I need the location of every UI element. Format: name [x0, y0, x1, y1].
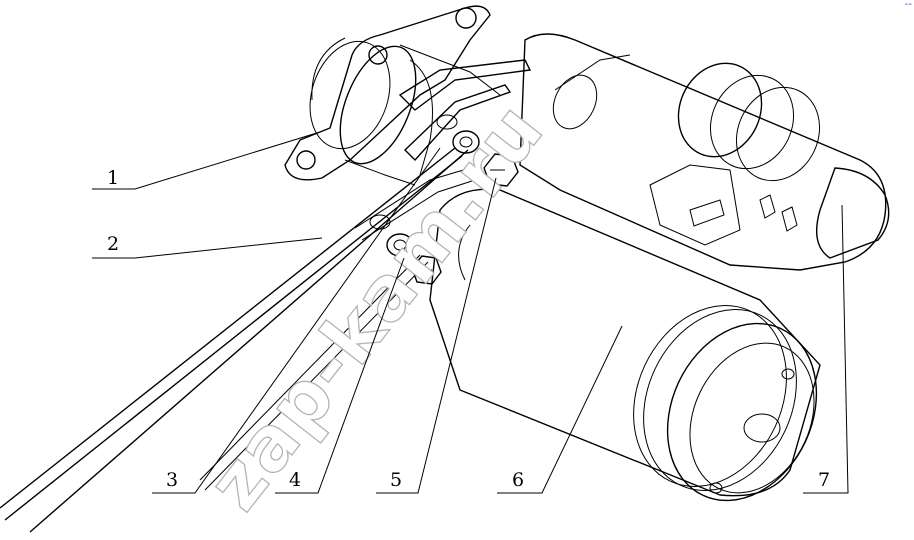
rear-housing — [339, 44, 501, 186]
callout-6: 6 — [497, 325, 623, 494]
solenoid-switch — [519, 33, 890, 271]
callout-label-4: 4 — [289, 469, 301, 491]
watermark: zap-kam.ru — [191, 86, 562, 527]
bracket-plate — [354, 59, 532, 241]
callout-label-7: 7 — [818, 469, 830, 491]
mounting-flange — [284, 5, 491, 181]
callout-label-2: 2 — [107, 233, 119, 255]
callout-label-1: 1 — [107, 167, 119, 189]
watermark-text: zap-kam.ru — [191, 87, 561, 526]
callout-4: 4 — [275, 257, 405, 494]
mounting-rods — [0, 147, 469, 533]
callout-2: 2 — [92, 233, 323, 259]
washers — [386, 130, 480, 257]
callout-3: 3 — [152, 147, 441, 494]
callout-label-3: 3 — [166, 469, 178, 491]
callout-7: 7 — [803, 204, 849, 494]
callout-label-6: 6 — [512, 469, 524, 491]
callout-5: 5 — [376, 177, 497, 494]
motor-housing — [429, 188, 821, 502]
callout-1: 1 — [92, 131, 321, 190]
corner-mark: -- — [904, 0, 912, 10]
callout-label-5: 5 — [390, 469, 402, 491]
